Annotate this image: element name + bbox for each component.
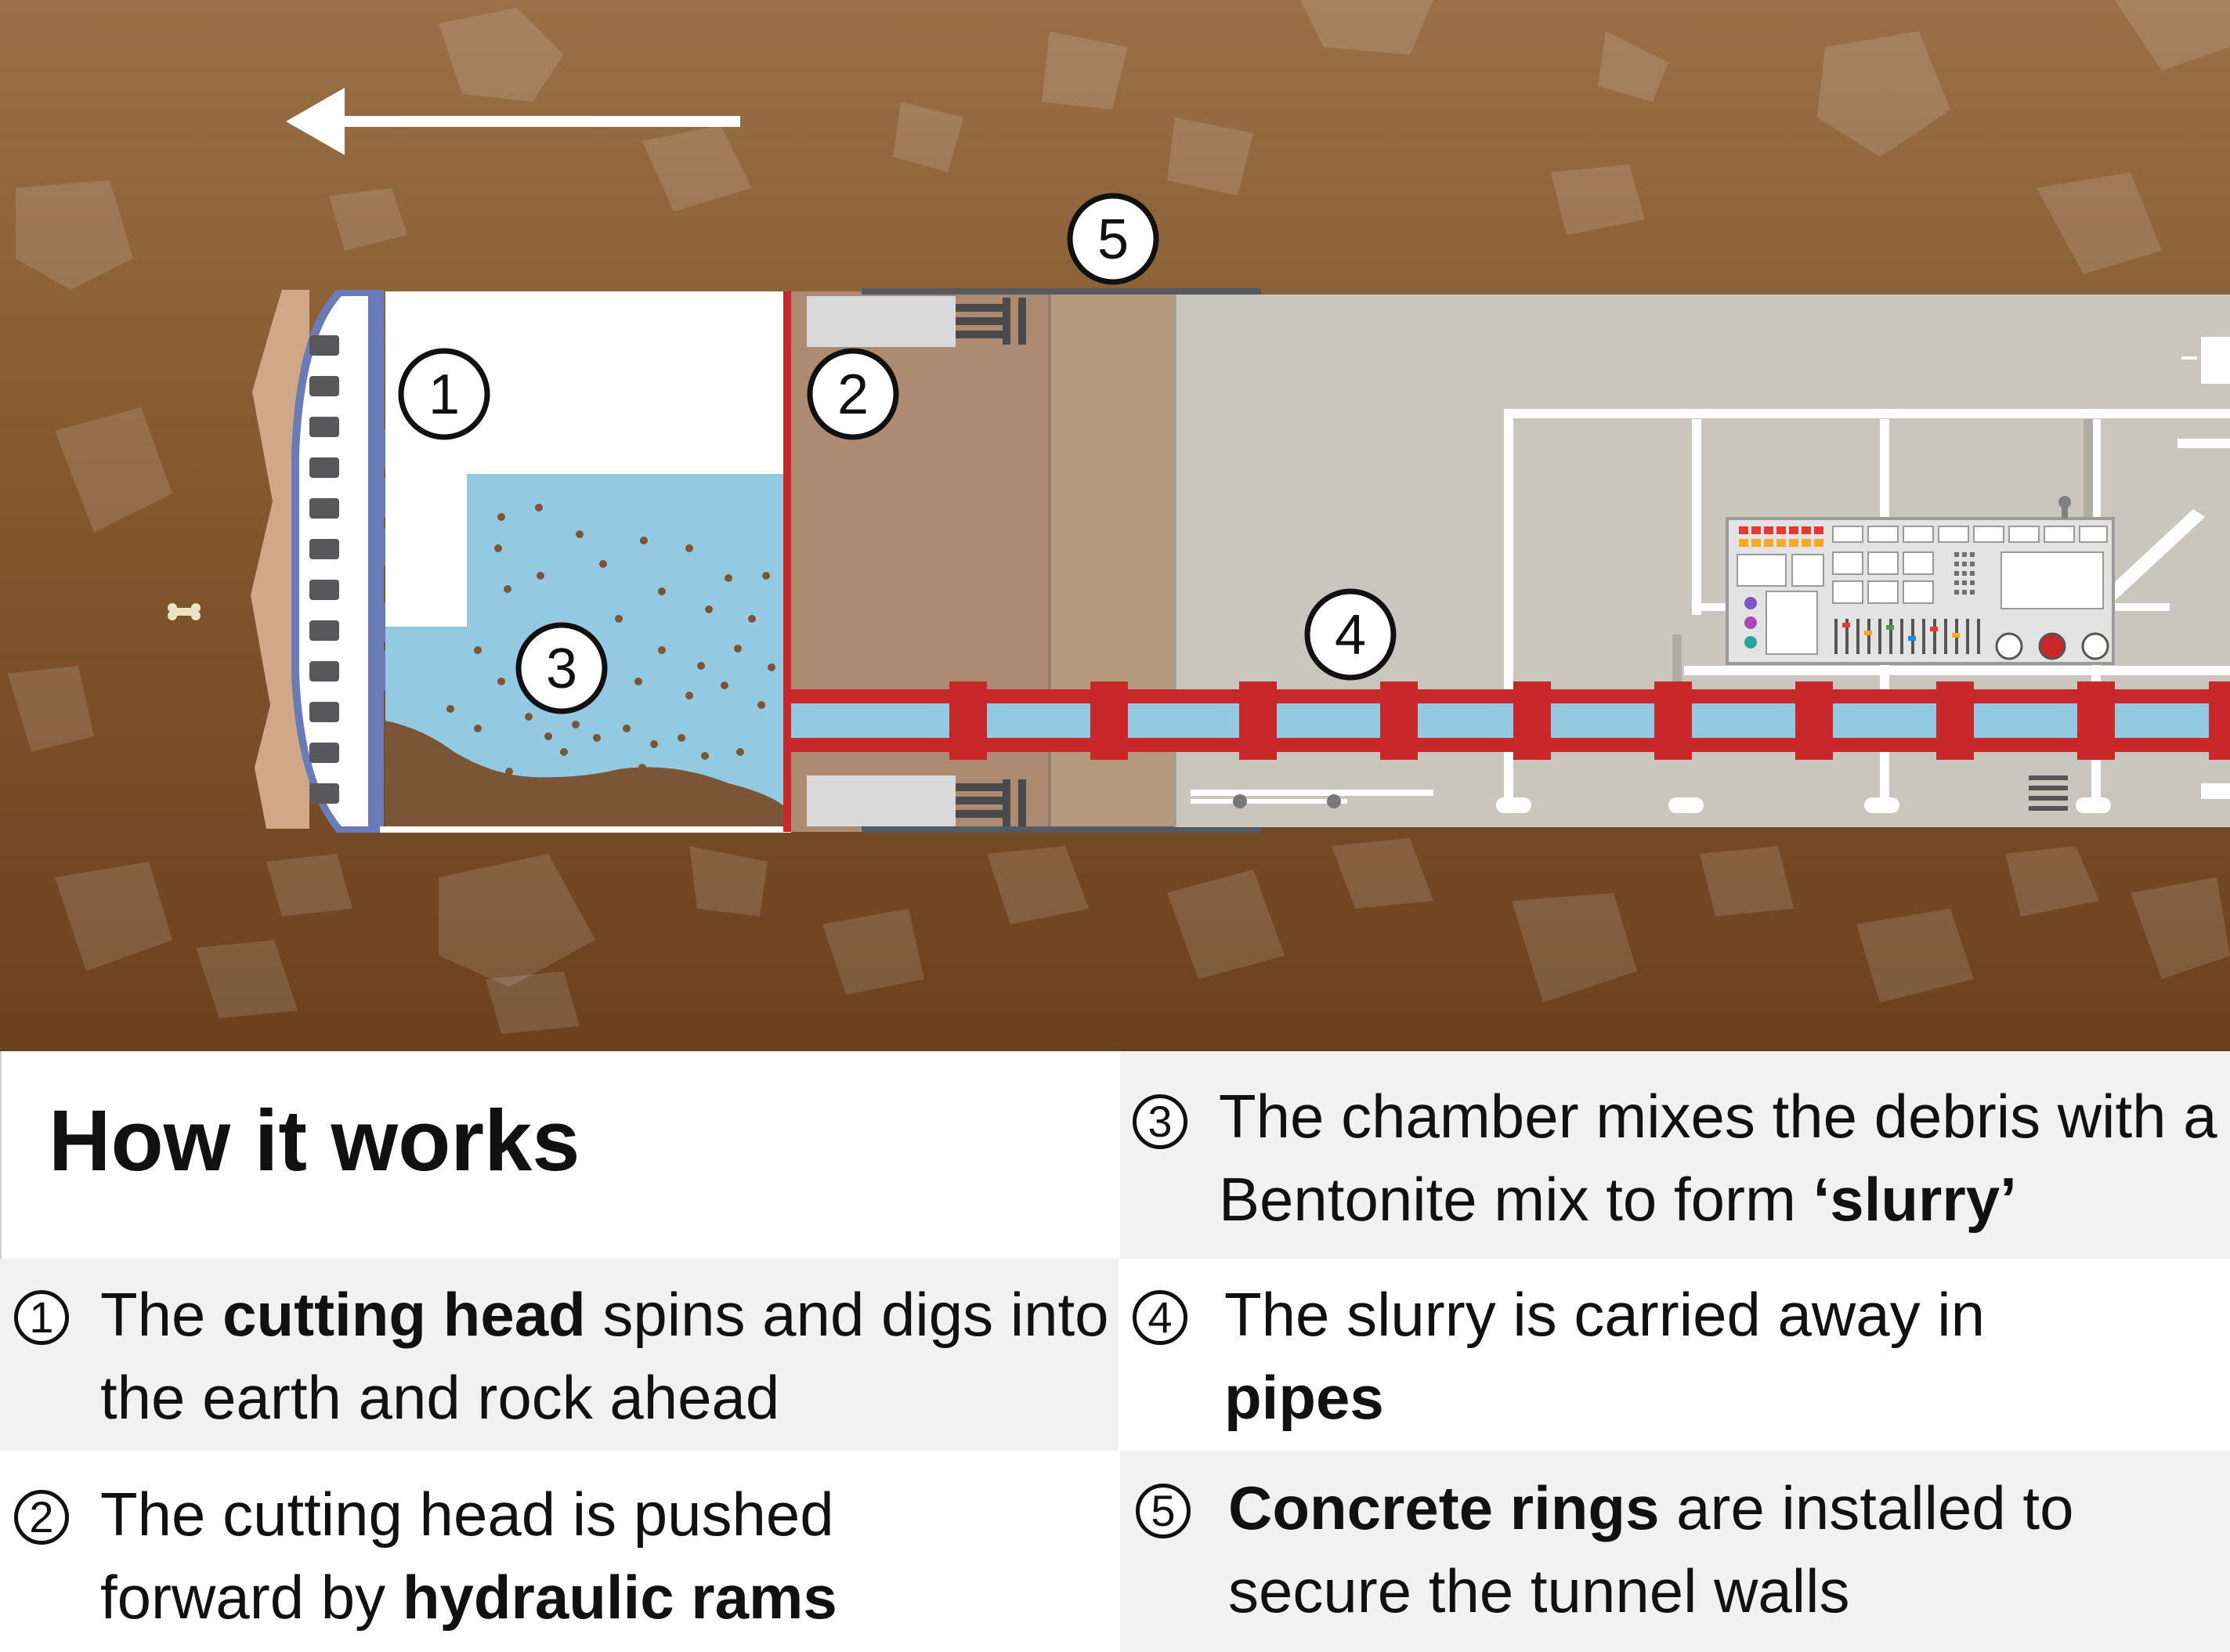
direction-arrow-icon [286, 88, 740, 155]
legend-item-2-number: 2 [14, 1490, 69, 1545]
legend-item-1-number: 1 [14, 1290, 69, 1345]
legend-heading-cell: How it works [0, 1051, 1119, 1259]
gauge-dials [1995, 632, 2109, 660]
hydraulic-rams [956, 298, 1026, 826]
marker-4: 4 [1304, 588, 1397, 681]
slurry-pipe [783, 681, 2230, 760]
legend-heading: How it works [49, 1093, 580, 1189]
marker-1-label: 1 [428, 363, 460, 426]
marker-2: 2 [807, 348, 899, 440]
marker-2-label: 2 [837, 363, 869, 426]
legend-item-3-number: 3 [1133, 1094, 1187, 1149]
legend-item-2-text: The cutting head is pushed forward by hy… [100, 1480, 837, 1632]
marker-4-label: 4 [1335, 604, 1366, 667]
legend-item-5-number: 5 [1136, 1484, 1191, 1538]
bone-icon [168, 603, 201, 620]
legend-item-4-text: The slurry is carried away in pipes [1224, 1280, 1985, 1432]
legend-item-5-text: Concrete rings are installed to secure t… [1228, 1473, 2074, 1625]
legend-item-3-text: The chamber mixes the debris with a Bent… [1219, 1082, 2217, 1234]
floor-rails [1191, 775, 2230, 813]
legend-item-1: 1 The cutting head spins and digs into t… [0, 1259, 1119, 1451]
pipe-couplings [949, 681, 2230, 760]
marker-5: 5 [1067, 193, 1159, 285]
debris-particles [435, 504, 775, 779]
marker-5-label: 5 [1097, 208, 1129, 271]
legend-item-5: 5 Concrete rings are installed to secure… [1120, 1451, 2230, 1652]
marker-3: 3 [515, 622, 608, 714]
legend-item-2: 2 The cutting head is pushed forward by … [0, 1451, 1119, 1652]
legend-item-3: 3 The chamber mixes the debris with a Be… [1120, 1051, 2230, 1259]
marker-1: 1 [398, 348, 490, 440]
control-panel [1726, 496, 2115, 665]
rocks [8, 0, 2230, 1034]
indicator-lights [1739, 526, 1823, 649]
tunnel-boring-machine-diagram: 1 2 3 4 5 [0, 0, 2230, 1051]
legend-item-1-text: The cutting head spins and digs into the… [100, 1280, 1109, 1432]
legend-item-4: 4 The slurry is carried away in pipes [1120, 1259, 2230, 1451]
legend-item-4-number: 4 [1133, 1290, 1187, 1345]
marker-3-label: 3 [546, 638, 577, 700]
